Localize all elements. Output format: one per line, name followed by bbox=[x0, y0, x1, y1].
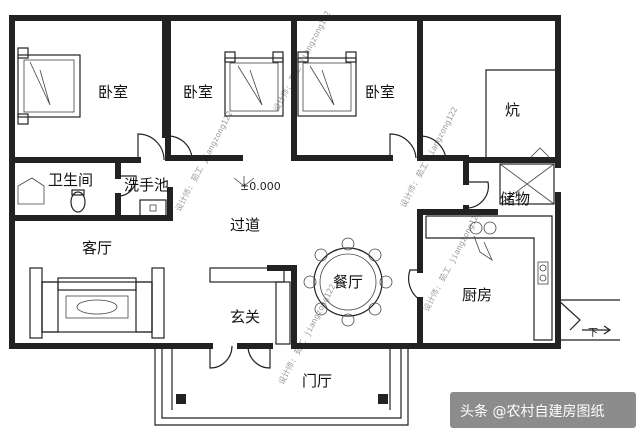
doors bbox=[117, 133, 581, 369]
dining-room-label: 餐厅 bbox=[333, 273, 363, 291]
entrance-label: 玄关 bbox=[230, 308, 260, 326]
level-mark: ±0.000 bbox=[240, 180, 281, 193]
kang-label: 炕 bbox=[505, 101, 520, 119]
bedroom-3-label: 卧室 bbox=[365, 83, 395, 101]
porch-column-left bbox=[176, 394, 186, 404]
hallway-label: 过道 bbox=[230, 216, 260, 234]
kitchen-label: 厨房 bbox=[462, 286, 492, 304]
porch-label: 门厅 bbox=[302, 372, 332, 390]
credit-text: 头条 @农村自建房图纸 bbox=[460, 403, 604, 420]
watermarks: 设计师: 茹工 jiangzong122 设计师: 茹工 jiangzong12… bbox=[173, 9, 483, 386]
wash-basin-label: 洗手池 bbox=[124, 176, 169, 194]
side-stair: 下 bbox=[560, 299, 620, 341]
watermark-1: 设计师: 茹工 jiangzong122 bbox=[271, 9, 333, 113]
bedroom-1: 卧室 bbox=[17, 47, 128, 125]
living-room-label: 客厅 bbox=[82, 239, 112, 257]
hallway: ±0.000 过道 bbox=[230, 176, 281, 234]
bedroom-3: 卧室 bbox=[297, 51, 395, 117]
credit-overlay: 头条 @农村自建房图纸 bbox=[450, 392, 636, 428]
bathroom-fixtures: 卫生间 洗手池 bbox=[17, 171, 169, 217]
watermark-4: 设计师: 茹工 jiangzong122 bbox=[276, 282, 338, 386]
storage-label: 储物 bbox=[500, 190, 530, 208]
bedroom-1-label: 卧室 bbox=[98, 83, 128, 101]
porch: 门厅 bbox=[154, 346, 409, 426]
bedroom-2: 卧室 bbox=[183, 51, 284, 117]
interior-walls bbox=[9, 15, 561, 349]
storage-room: 储物 bbox=[499, 163, 555, 208]
bedroom-2-label: 卧室 bbox=[183, 83, 213, 101]
porch-column-right bbox=[378, 394, 388, 404]
stair-down-label: 下 bbox=[588, 328, 598, 339]
living-room: 客厅 bbox=[29, 239, 165, 339]
entrance: 玄关 bbox=[209, 267, 291, 345]
kitchen: 厨房 bbox=[425, 215, 553, 341]
bathroom-label: 卫生间 bbox=[48, 171, 93, 189]
kang-room: 炕 bbox=[485, 69, 556, 159]
outer-walls bbox=[9, 15, 561, 349]
dining-room: 餐厅 bbox=[303, 237, 393, 327]
